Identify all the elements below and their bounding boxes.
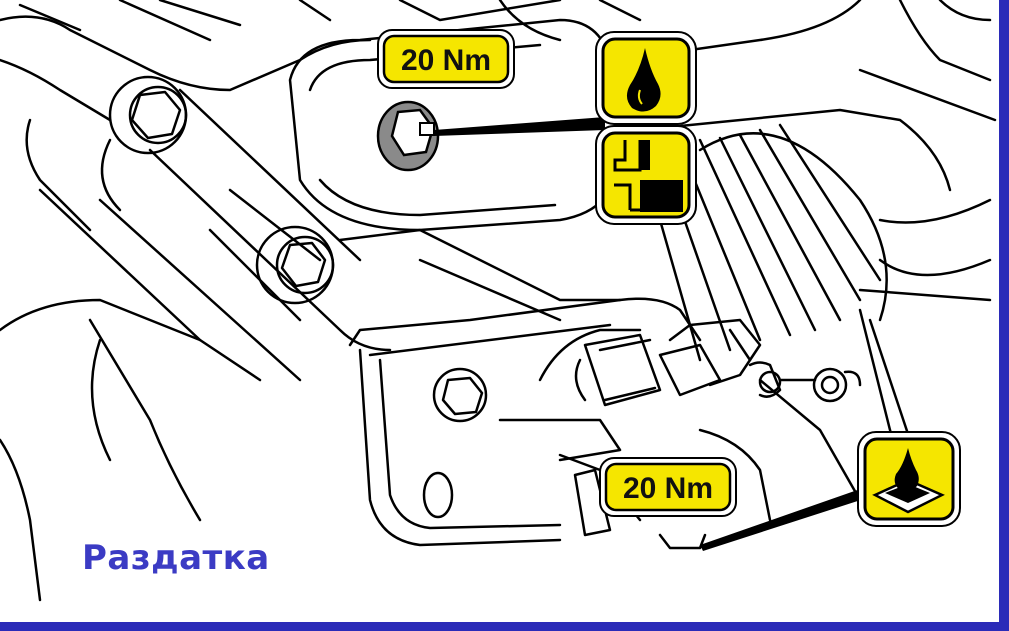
housing-outline <box>0 0 997 602</box>
leader-lines <box>434 117 870 551</box>
torque-label-fill-plug: 20 Nm <box>377 29 515 89</box>
frame-bottom-border <box>0 622 1009 631</box>
torque-value-fill-plug: 20 Nm <box>401 44 491 77</box>
drain-oil-icon <box>857 431 961 527</box>
frame-right-border <box>999 0 1009 631</box>
diagram-caption: Раздатка <box>82 538 270 578</box>
fill-level-icon <box>595 125 697 225</box>
fill-plug <box>376 100 440 172</box>
torque-label-drain-plug: 20 Nm <box>599 457 737 517</box>
oil-drop-icon <box>595 31 697 125</box>
torque-value-drain-plug: 20 Nm <box>623 472 713 505</box>
